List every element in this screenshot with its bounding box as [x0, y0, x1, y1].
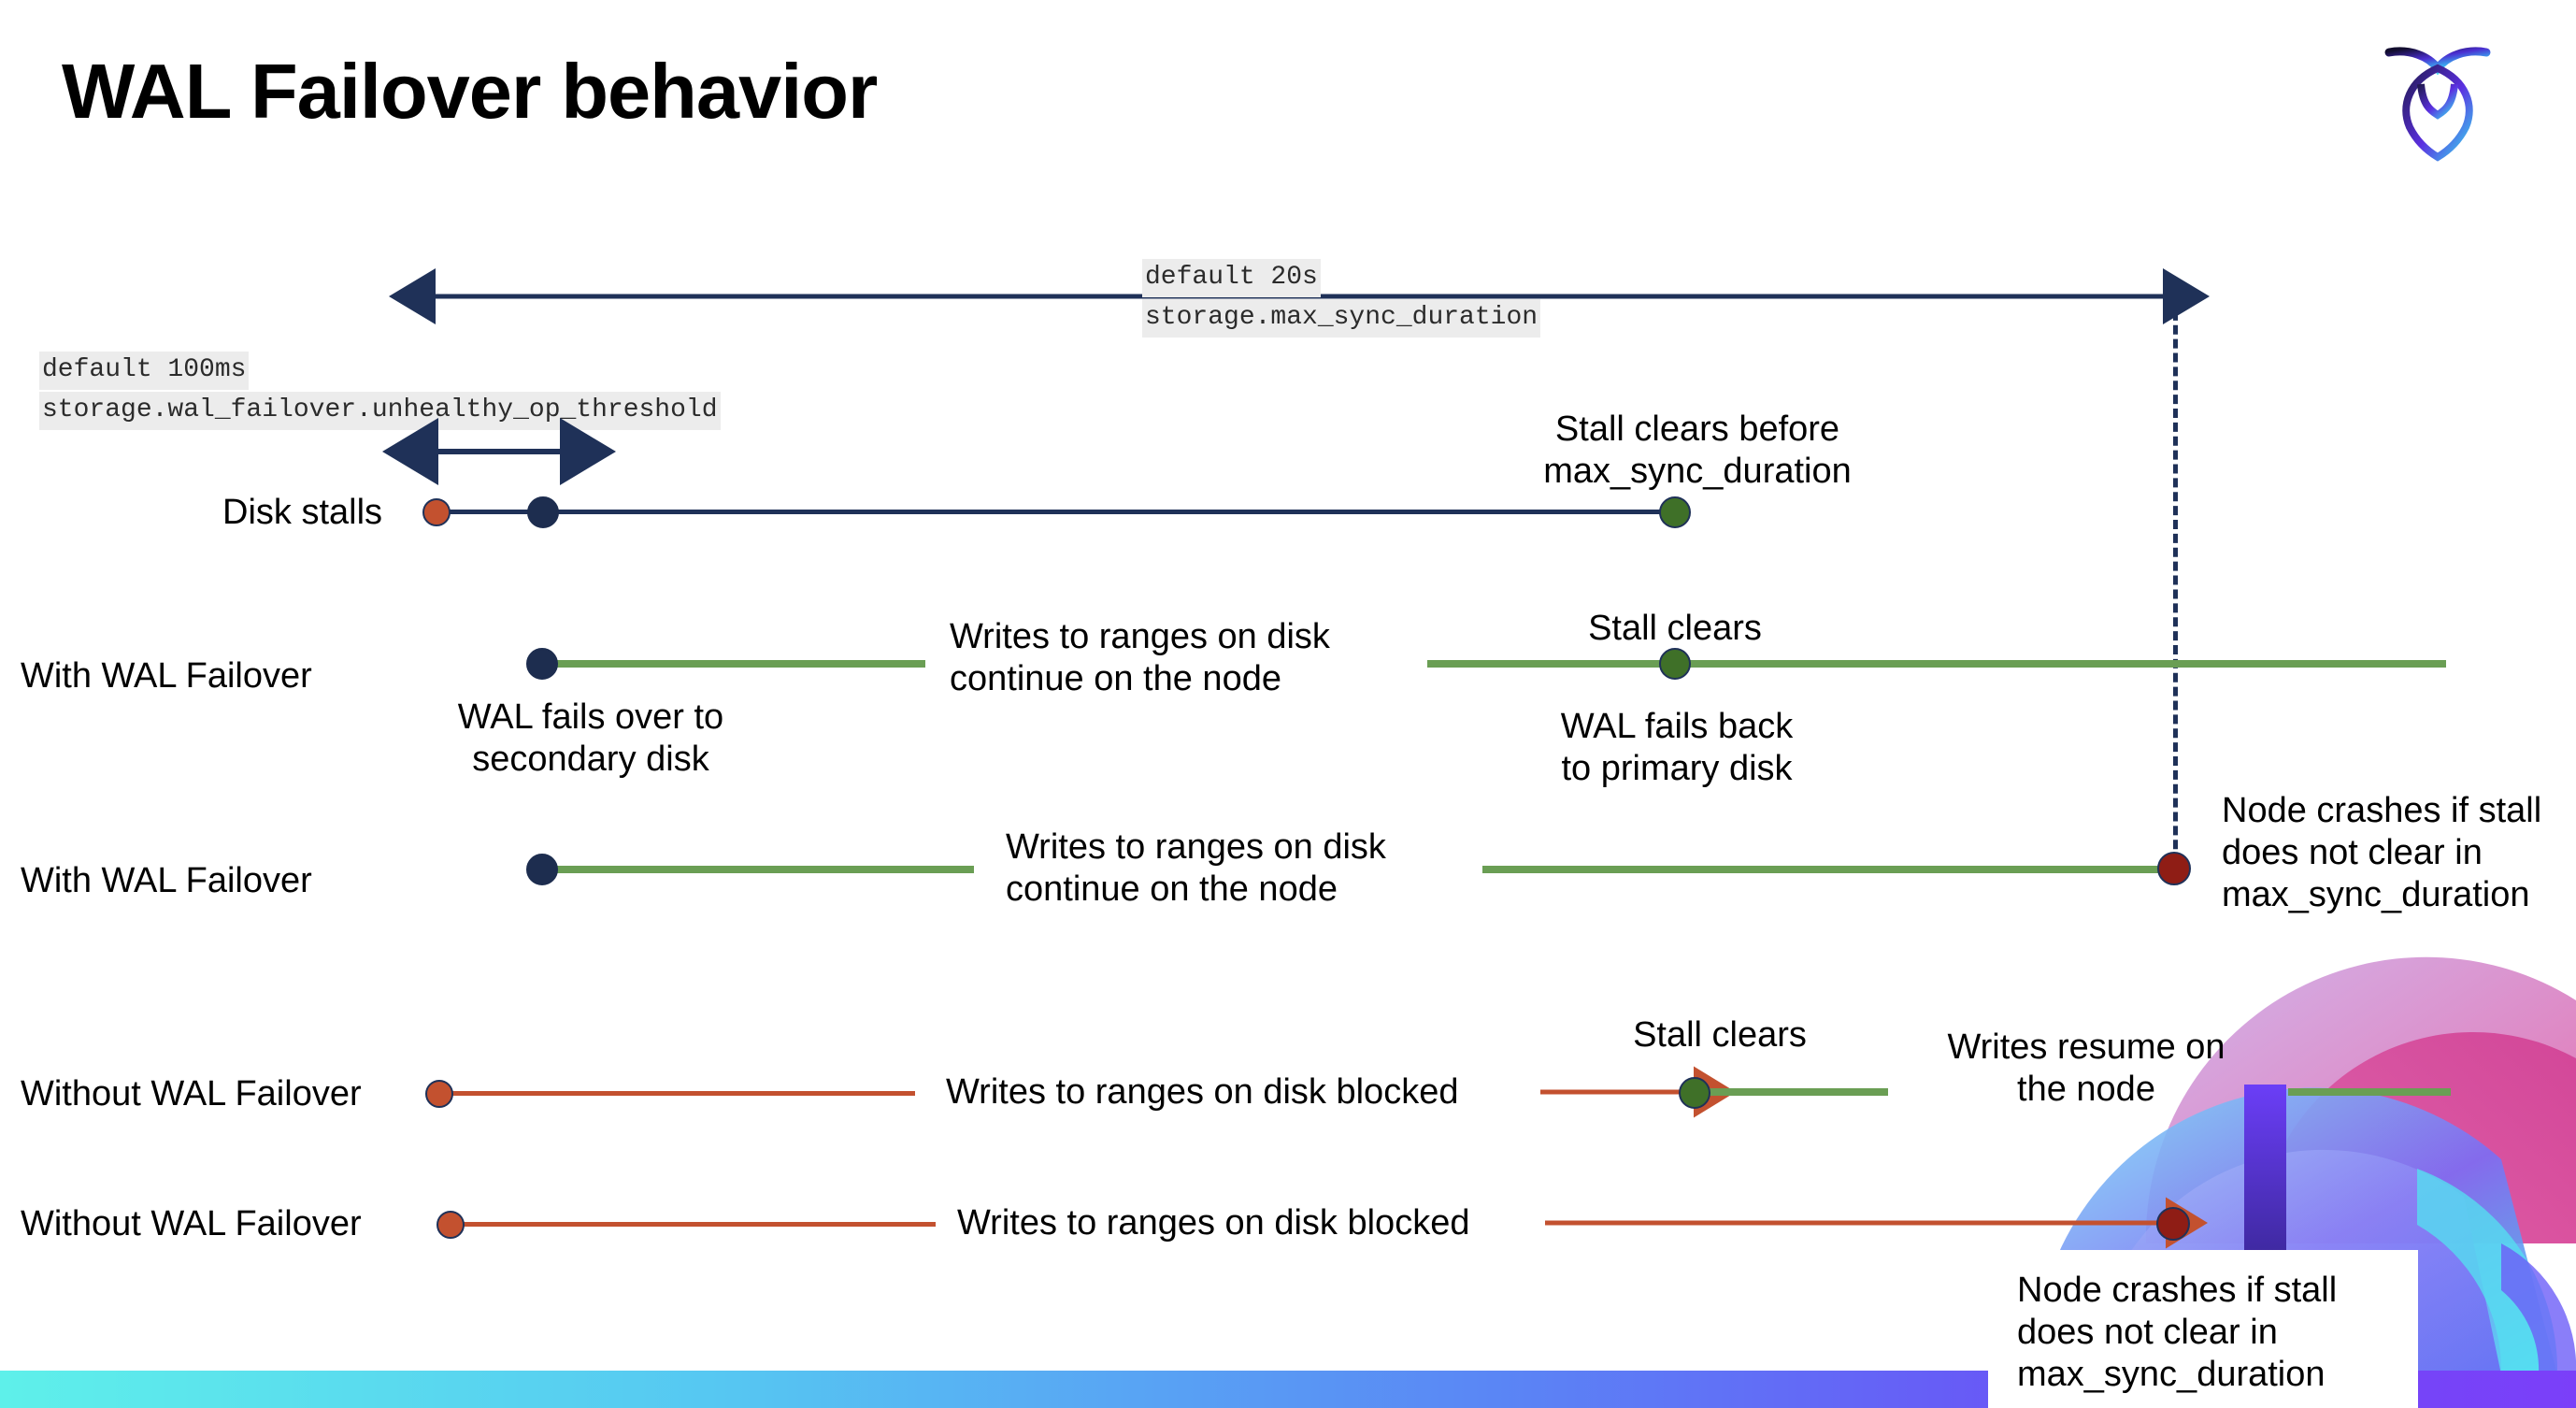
- note-node-crashes-1: Node crashes if stall does not clear in …: [2222, 791, 2542, 914]
- disk-stalls-timeline: [436, 510, 1674, 514]
- unhealthy-threshold-setting: storage.wal_failover.unhealthy_op_thresh…: [39, 392, 721, 430]
- with-wal-failover-1-segment-b: [1427, 660, 2446, 668]
- note-writes-blocked-2: Writes to ranges on disk blocked: [957, 1203, 1470, 1243]
- without-wal-failover-1-resume-segment: [1701, 1088, 1888, 1096]
- with-wal-failover-2-crash-dot: [2157, 852, 2191, 885]
- with-wal-failover-2-segment-a: [540, 866, 974, 873]
- unhealthy-threshold-default: default 100ms: [39, 352, 250, 390]
- without-wal-failover-2-blocked-arrow: [1545, 1197, 2208, 1249]
- unhealthy-threshold-span-arrow: [382, 418, 616, 485]
- row-label-with-wal-failover-1: With WAL Failover: [21, 656, 312, 696]
- note-writes-continue-2: Writes to ranges on disk continue on the…: [1006, 827, 1386, 909]
- with-wal-failover-1-segment-a: [540, 660, 925, 668]
- note-node-crashes-2: Node crashes if stall does not clear in …: [2017, 1271, 2338, 1394]
- without-wal-failover-1-blocked-arrow: [1540, 1066, 1736, 1118]
- row-label-without-wal-failover-2: Without WAL Failover: [21, 1204, 362, 1243]
- note-writes-blocked-1: Writes to ranges on disk blocked: [946, 1072, 1459, 1112]
- note-wal-fails-back-to-primary-disk: WAL fails back to primary disk: [1560, 707, 1794, 788]
- max-sync-duration-dashed-line: [2173, 297, 2178, 877]
- row-label-with-wal-failover-2: With WAL Failover: [21, 861, 312, 900]
- note-writes-continue-1: Writes to ranges on disk continue on the…: [950, 617, 1330, 698]
- page-title: WAL Failover behavior: [62, 48, 878, 135]
- disk-stalls-failover-dot: [527, 496, 559, 528]
- without-wal-failover-2-blocked-segment-a: [463, 1222, 936, 1227]
- disk-stalls-clear-dot: [1659, 496, 1691, 528]
- note-stall-clears-1: Stall clears: [1588, 609, 1762, 648]
- max-sync-duration-setting: storage.max_sync_duration: [1142, 299, 1541, 338]
- note-stall-clears-before-max-sync: Stall clears before max_sync_duration: [1543, 409, 1852, 491]
- without-wal-failover-1-blocked-segment-a: [451, 1091, 915, 1096]
- without-wal-failover-2-start-dot: [436, 1211, 465, 1239]
- note-wal-fails-over-to-secondary-disk: WAL fails over to secondary disk: [457, 697, 724, 779]
- note-writes-resume-on-the-node: Writes resume on the node: [1947, 1027, 2225, 1109]
- row-label-without-wal-failover-1: Without WAL Failover: [21, 1074, 362, 1113]
- without-wal-failover-1-clear-dot: [1679, 1077, 1710, 1109]
- note-stall-clears-2: Stall clears: [1633, 1015, 1807, 1055]
- row-label-disk-stalls: Disk stalls: [222, 493, 383, 532]
- without-wal-failover-1-resume-segment-far: [2288, 1088, 2451, 1096]
- with-wal-failover-2-segment-b: [1482, 866, 2174, 873]
- with-wal-failover-1-failover-dot: [526, 648, 558, 680]
- disk-stalls-start-dot: [422, 498, 451, 526]
- without-wal-failover-2-crash-dot: [2156, 1207, 2190, 1241]
- without-wal-failover-1-start-dot: [425, 1080, 453, 1108]
- cockroachdb-logo-icon: [2384, 47, 2491, 162]
- with-wal-failover-1-clear-dot: [1659, 648, 1691, 680]
- max-sync-duration-default: default 20s: [1142, 259, 1321, 297]
- with-wal-failover-2-failover-dot: [526, 854, 558, 885]
- note-backdrop: [1988, 1250, 2418, 1408]
